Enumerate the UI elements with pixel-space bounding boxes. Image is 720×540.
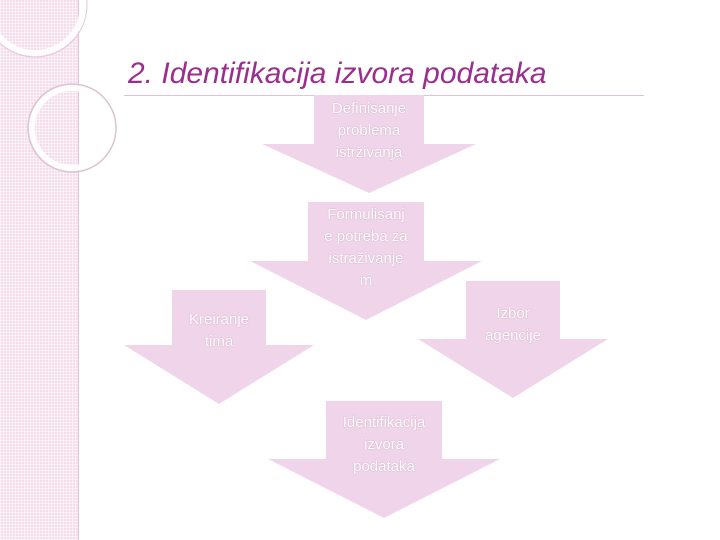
decorative-circles: [0, 0, 117, 173]
step-formulisanje-label: Formulisanj e potreba za istraživanje m: [324, 206, 408, 289]
step-kreiranje-arrow: Kreiranje tima: [124, 290, 314, 404]
down-arrow-shape: [262, 95, 476, 193]
step-izbor-label: Izbor agencije: [485, 305, 541, 344]
step-identifikacija-label: Identifikacija izvora podataka: [342, 414, 426, 475]
slide-title: 2. Identifikacija izvora podataka: [128, 57, 547, 90]
decor-circle-small: [29, 85, 115, 171]
decor-circle-large: [0, 0, 86, 56]
step-identifikacija-arrow: Identifikacija izvora podataka: [268, 401, 500, 518]
down-arrow-shape: [418, 281, 608, 398]
step-definisanje-arrow: Definisanje problema istrživanja: [262, 95, 476, 193]
decor-circle-small-outline: [27, 83, 117, 173]
down-arrow-shape: [268, 401, 500, 518]
down-arrow-shape: [250, 202, 482, 320]
decor-circle-large-outline: [0, 0, 88, 58]
sidebar-divider: [78, 0, 79, 540]
step-kreiranje-label: Kreiranje tima: [188, 311, 250, 350]
step-formulisanje-arrow: Formulisanj e potreba za istraživanje m: [250, 202, 482, 320]
step-izbor-arrow: Izbor agencije: [418, 281, 608, 398]
step-definisanje-label: Definisanje problema istrživanja: [331, 100, 407, 161]
down-arrow-shape: [124, 290, 314, 404]
